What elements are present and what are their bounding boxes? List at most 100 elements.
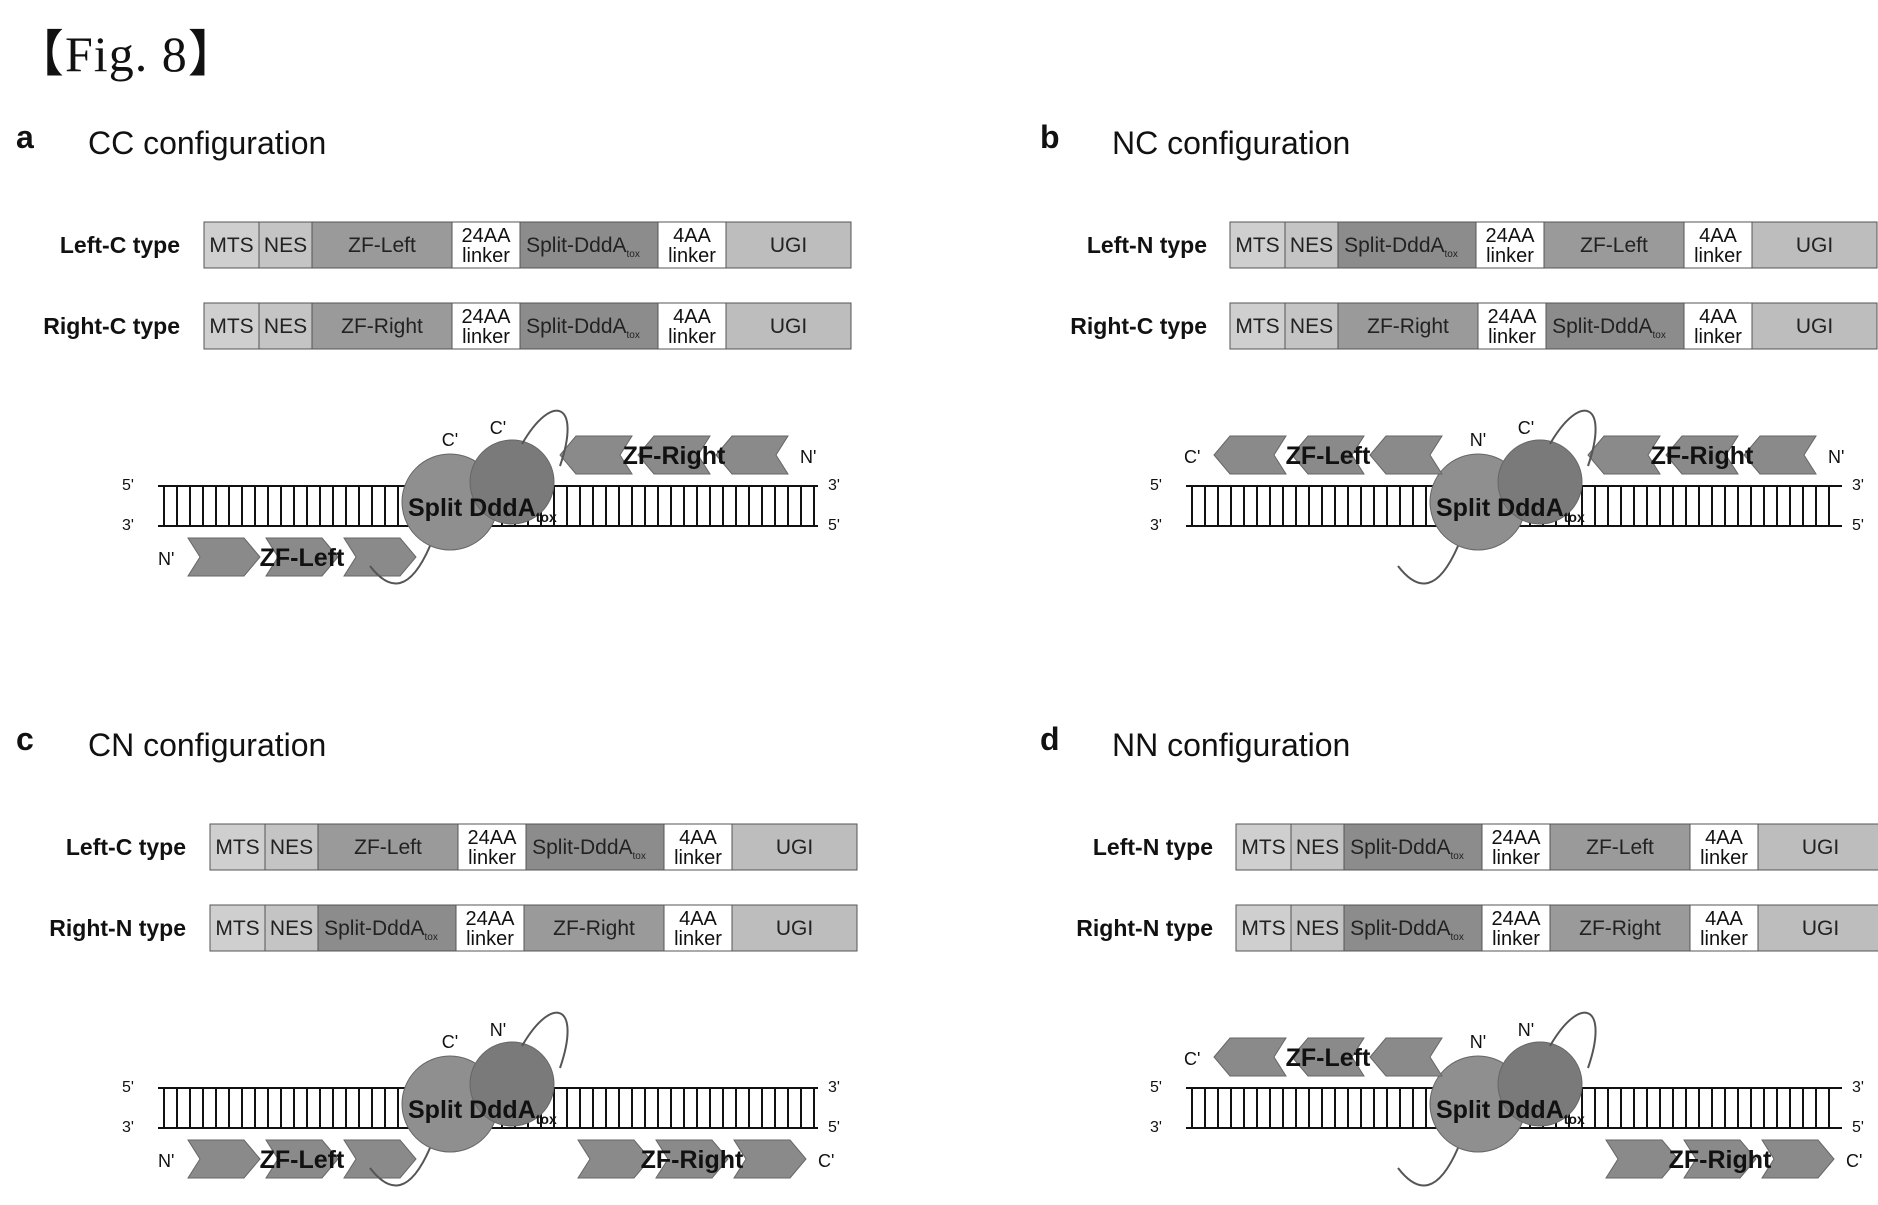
strand-end-label: 3' [828, 477, 840, 494]
terminus-label: N' [158, 1151, 174, 1171]
linker-length: 24AA [1486, 225, 1536, 247]
block-label: ZF-Left [354, 836, 422, 859]
block-label: NES [264, 234, 307, 257]
linker-label: linker [468, 847, 516, 869]
linker-label: linker [1694, 326, 1742, 348]
linker-label: linker [674, 847, 722, 869]
block-label: MTS [1235, 234, 1279, 257]
deaminase-label: Split DddAtox [1436, 1096, 1585, 1127]
strand-end-label: 5' [828, 517, 840, 534]
construct-row: Left-C typeMTSNESZF-Left24AAlinkerSplit-… [66, 824, 857, 870]
panel-letter: b [1040, 119, 1060, 155]
construct-label: Right-C type [43, 313, 180, 339]
strand-end-label: 3' [828, 1079, 840, 1096]
split-deaminase: Split DddAtox C' N' [402, 1020, 557, 1152]
block-label: UGI [770, 234, 807, 257]
terminus-label: C' [442, 430, 458, 450]
block-label: UGI [770, 315, 807, 338]
panel-a: aCC configurationLeft-C typeMTSNESZF-Lef… [16, 119, 851, 584]
block-label: UGI [1802, 836, 1839, 859]
deaminase-label: Split DddAtox [1436, 494, 1585, 525]
block-label: MTS [209, 234, 253, 257]
linker-length: 4AA [673, 306, 711, 328]
linker-label: linker [668, 245, 716, 267]
block-label: ZF-Left [348, 234, 416, 257]
split-deaminase: Split DddAtoxN'N' [1430, 1020, 1585, 1152]
terminus-label: N' [1470, 430, 1486, 450]
construct-row: Right-C typeMTSNESZF-Right24AAlinkerSpli… [43, 303, 851, 349]
linker-label: linker [462, 245, 510, 267]
zf-label: ZF-Left [260, 1146, 345, 1174]
panel-b: bNC configurationLeft-N typeMTSNESSplit-… [1040, 119, 1877, 584]
block-label: Split-DddAtox [532, 836, 646, 862]
block-label: NES [270, 836, 313, 859]
linker-label: linker [674, 928, 722, 950]
construct-label: Left-N type [1093, 834, 1213, 860]
block-label: Split-DddAtox [324, 917, 438, 943]
panel-d: dNN configurationLeft-N typeMTSNESSplit-… [1040, 721, 1878, 1186]
zf-finger [734, 1140, 806, 1178]
zf-finger [1762, 1140, 1834, 1178]
zf-finger [716, 436, 788, 474]
block-label: MTS [1241, 836, 1285, 859]
linker-loop [1398, 546, 1458, 584]
linker-label: linker [1486, 245, 1534, 267]
block-label: NES [264, 315, 307, 338]
zf-label: ZF-Right [623, 442, 726, 470]
block-label: UGI [776, 917, 813, 940]
terminus-label: N' [1828, 447, 1844, 467]
linker-label: linker [668, 326, 716, 348]
strand-end-label: 3' [1150, 1119, 1162, 1136]
strand-end-label: 3' [1852, 1079, 1864, 1096]
zf-array-top-left: ZF-LeftC' [1184, 436, 1442, 474]
block-label: ZF-Right [1579, 917, 1661, 940]
construct-label: Right-C type [1070, 313, 1207, 339]
zf-array-top: ZF-Right N' [560, 436, 816, 474]
block-label: ZF-Left [1586, 836, 1654, 859]
construct-label: Left-N type [1087, 232, 1207, 258]
terminus-label: C' [1184, 1049, 1200, 1069]
block-label: UGI [776, 836, 813, 859]
construct-row: Right-N typeMTSNESSplit-DddAtox24AAlinke… [49, 905, 857, 951]
block-label: ZF-Right [341, 315, 423, 338]
zf-finger [188, 1140, 260, 1178]
panel-letter: c [16, 721, 34, 757]
zf-finger [1744, 436, 1816, 474]
linker-label: linker [466, 928, 514, 950]
block-label: MTS [209, 315, 253, 338]
panel-letter: d [1040, 721, 1060, 757]
zf-array-top-right: ZF-Right N' [1588, 436, 1844, 474]
block-label: ZF-Left [1580, 234, 1648, 257]
terminus-label: C' [442, 1032, 458, 1052]
terminus-label: C' [818, 1151, 834, 1171]
construct-row: Left-C typeMTSNESZF-Left24AAlinkerSplit-… [60, 222, 851, 268]
panel-title: NC configuration [1112, 125, 1350, 161]
terminus-label: C' [1518, 418, 1534, 438]
zf-label: ZF-Right [1669, 1146, 1772, 1174]
block-label: ZF-Right [553, 917, 635, 940]
strand-end-label: 5' [1150, 1079, 1162, 1096]
linker-label: linker [1694, 245, 1742, 267]
zf-label: ZF-Right [641, 1146, 744, 1174]
zf-finger [344, 538, 416, 576]
linker-length: 24AA [462, 306, 512, 328]
zf-label: ZF-Right [1651, 442, 1754, 470]
panel-letter: a [16, 119, 34, 155]
zf-label: ZF-Left [1286, 1044, 1371, 1072]
zf-finger [560, 436, 632, 474]
block-label: MTS [1235, 315, 1279, 338]
linker-length: 4AA [1705, 827, 1743, 849]
split-deaminase: Split DddAtoxC'C' [402, 418, 557, 550]
linker-label: linker [1488, 326, 1536, 348]
deaminase-label: Split DddAtox [408, 1096, 557, 1127]
zf-array-bottom-left: ZF-Left N' [158, 1140, 416, 1178]
terminus-label: N' [800, 447, 816, 467]
linker-length: 4AA [1699, 225, 1737, 247]
block-label: ZF-Right [1367, 315, 1449, 338]
linker-label: linker [1492, 847, 1540, 869]
linker-loop [1398, 1148, 1458, 1186]
construct-row: Left-N typeMTSNESSplit-DddAtox24AAlinker… [1087, 222, 1877, 268]
terminus-label: N' [1518, 1020, 1534, 1040]
terminus-label: N' [490, 1020, 506, 1040]
